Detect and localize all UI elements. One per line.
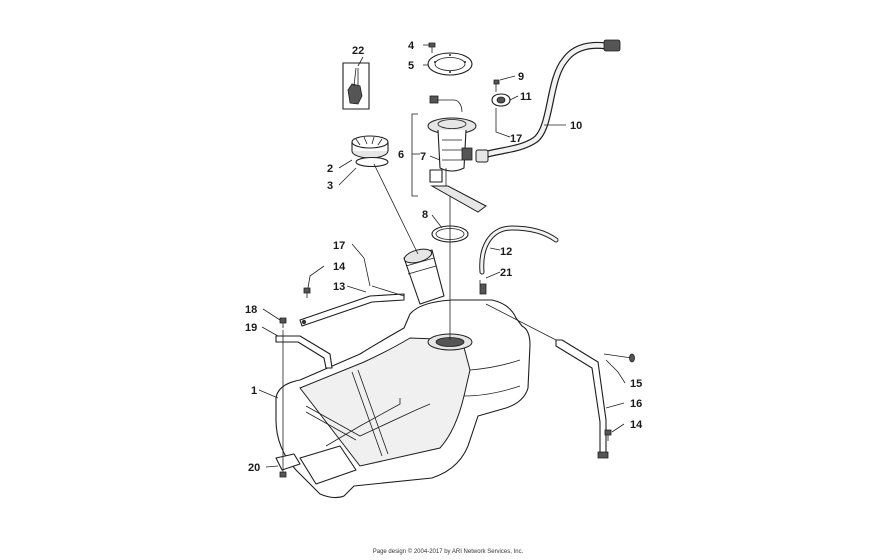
part-label: 3 xyxy=(327,180,333,192)
label-leader-lines xyxy=(258,44,626,468)
gasket-part-5[interactable] xyxy=(427,52,473,76)
part-label: 13 xyxy=(333,281,345,293)
part-label: 19 xyxy=(245,322,257,334)
part-labels: 22 4 5 9 11 10 17 6 7 2 3 8 12 21 17 14 … xyxy=(245,40,643,474)
bolt-part-15[interactable] xyxy=(603,353,635,363)
part-label: 11 xyxy=(520,91,532,103)
fuel-pump-assembly-part-6[interactable] xyxy=(427,95,487,213)
vent-hose-part-12[interactable] xyxy=(479,225,559,275)
part-label: 12 xyxy=(500,246,512,258)
part-label: 16 xyxy=(630,398,642,410)
part-label: 15 xyxy=(630,378,642,390)
part-label: 17 xyxy=(333,240,345,252)
part-label: 1 xyxy=(251,385,257,397)
strap-part-13[interactable] xyxy=(299,293,405,327)
part-label: 14 xyxy=(630,419,643,431)
filler-neck xyxy=(403,248,445,305)
copyright-footer: Page design © 2004-2017 by ARI Network S… xyxy=(372,549,524,555)
bracket-part-20[interactable] xyxy=(275,453,301,478)
part-label: 17 xyxy=(510,133,522,145)
part-label: 18 xyxy=(245,304,257,316)
fitting-part-21[interactable] xyxy=(479,280,487,295)
part-label: 20 xyxy=(248,462,260,474)
part-label: 4 xyxy=(408,40,415,52)
part-label: 8 xyxy=(422,209,428,221)
assembly-alignment-lines xyxy=(282,163,557,472)
screw-part-18[interactable] xyxy=(279,317,287,328)
screw-part-4[interactable] xyxy=(428,42,436,53)
fuel-hose-part-10[interactable] xyxy=(475,39,621,163)
screw-part-14-right[interactable] xyxy=(604,429,612,441)
part-label: 6 xyxy=(398,149,404,161)
part-label: 14 xyxy=(333,261,346,273)
part-label: 22 xyxy=(352,45,364,57)
hose-clamp-part-11[interactable] xyxy=(491,79,511,107)
fuel-cap-part-2[interactable] xyxy=(351,135,389,159)
strap-part-19[interactable] xyxy=(275,335,333,369)
part-label: 2 xyxy=(327,163,333,175)
part-label: 9 xyxy=(518,71,524,83)
screw-part-14-left[interactable] xyxy=(303,287,311,298)
cap-gasket-part-3[interactable] xyxy=(355,156,389,168)
part-label: 5 xyxy=(408,60,414,72)
part-label: 21 xyxy=(500,267,512,279)
pump-bracket-line xyxy=(411,113,418,197)
strap-part-16[interactable] xyxy=(555,339,609,459)
fuel-level-sender-part[interactable] xyxy=(342,62,370,110)
part-label: 10 xyxy=(570,120,582,132)
part-label: 7 xyxy=(420,151,426,163)
fuel-tank-part-1[interactable] xyxy=(275,299,531,499)
